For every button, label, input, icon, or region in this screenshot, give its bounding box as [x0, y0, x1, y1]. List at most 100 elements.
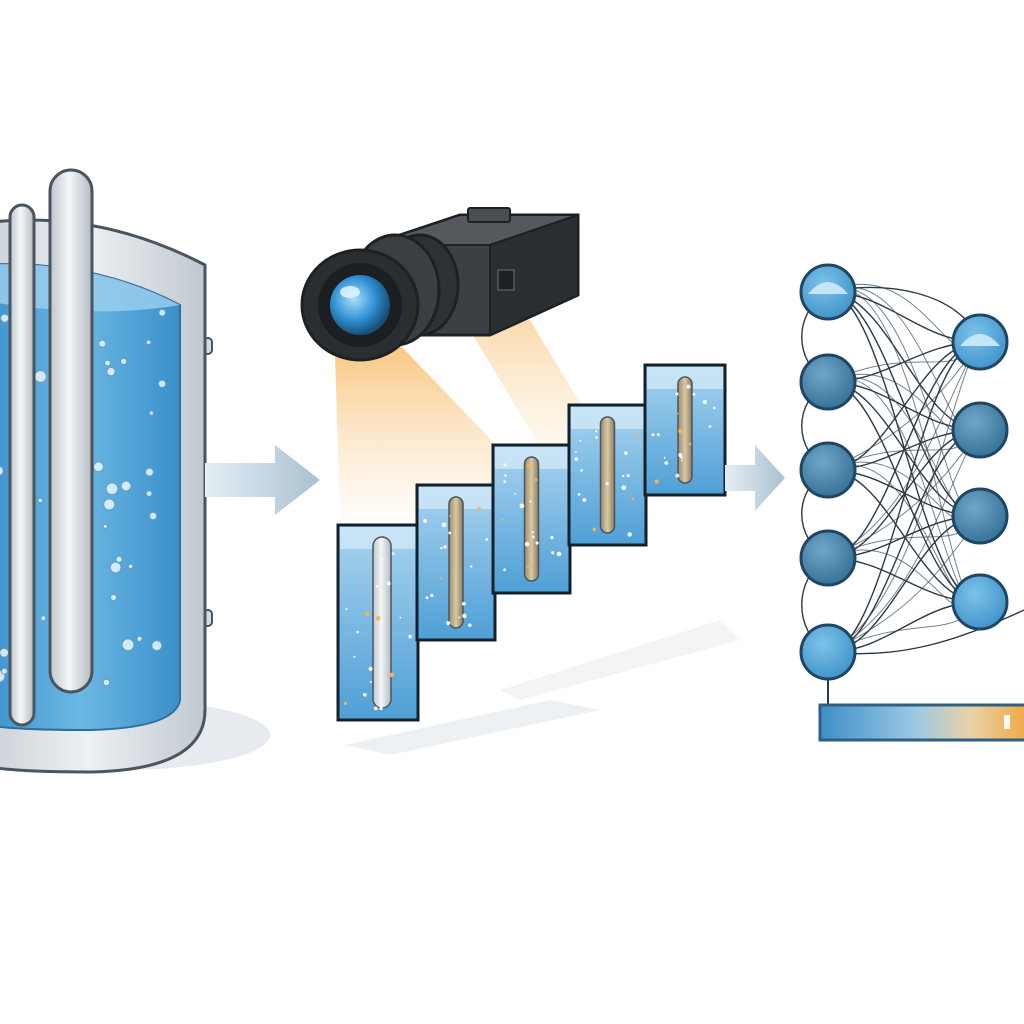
frame-bubble	[425, 596, 429, 600]
frame-bubble	[477, 506, 481, 511]
input-node	[799, 441, 857, 499]
bubble	[102, 523, 108, 529]
frame-bubble	[550, 535, 554, 540]
frame-bubble	[468, 623, 472, 627]
captured-frames	[336, 363, 727, 722]
frame-bubble	[440, 577, 443, 580]
camera-port	[497, 269, 515, 291]
frame-bubble	[379, 706, 383, 711]
camera-side	[489, 213, 579, 337]
frame-bubble	[430, 593, 434, 598]
frame-bubble	[527, 463, 531, 468]
camera-lens	[330, 275, 390, 335]
imaging-camera	[300, 207, 620, 520]
frames-shadow-1	[345, 700, 600, 755]
frames-shadow-2	[500, 620, 740, 700]
frame-bubble	[376, 616, 381, 621]
bubble	[37, 497, 44, 504]
frame-bubble	[389, 672, 395, 678]
frame-bubble	[664, 461, 669, 465]
frame-bubble	[455, 545, 458, 548]
input-node	[799, 623, 857, 681]
frame-bubble	[535, 541, 539, 545]
frame-bubble	[692, 392, 696, 396]
light-beam-1	[335, 345, 520, 520]
frame-2	[415, 483, 497, 642]
bubble	[121, 638, 135, 652]
network-nodes	[799, 263, 1009, 681]
bubble	[120, 357, 128, 365]
output-node	[951, 487, 1009, 545]
frame-bubble	[381, 557, 384, 561]
frame-bubble	[524, 541, 530, 547]
camera-viewfinder	[467, 207, 511, 223]
bubble	[115, 555, 123, 563]
frame-bubble	[368, 666, 373, 672]
frame-bubble	[534, 478, 538, 481]
bubble	[0, 313, 10, 323]
frame-bubble	[503, 568, 506, 572]
frame-bubble	[531, 535, 535, 539]
bubble	[158, 308, 167, 317]
frame-bubble	[448, 531, 452, 535]
frame-bubble	[503, 480, 507, 484]
frame-bubble	[678, 428, 683, 434]
frame-bubble	[391, 552, 395, 555]
bubble	[0, 667, 8, 675]
frame-bubble	[634, 433, 638, 437]
frame-bubble	[441, 522, 447, 528]
frame-bubble	[529, 500, 532, 503]
bubble	[148, 511, 158, 521]
frame-bubble	[621, 485, 627, 491]
frame-bubble	[526, 565, 530, 569]
frame-bubble	[577, 493, 581, 496]
frame-bubble	[595, 430, 598, 433]
frame-bubble	[353, 655, 356, 658]
frame-bubble	[519, 503, 525, 509]
frame-bubble	[504, 474, 507, 477]
frame-bubble	[399, 616, 402, 619]
frame-bubble	[343, 701, 348, 705]
frame-bubble	[443, 545, 447, 549]
node-highlight	[808, 282, 848, 294]
water-tank	[0, 168, 270, 774]
bubble	[136, 635, 143, 643]
bubble	[104, 359, 111, 367]
frame-bubble	[574, 457, 579, 461]
frame-5	[643, 363, 727, 497]
frame-bubble	[688, 442, 692, 446]
frame-bubble	[592, 527, 597, 532]
frame-bubble	[408, 634, 412, 639]
neural-network	[799, 263, 1024, 705]
output-node	[951, 401, 1009, 459]
frame-bubble	[621, 474, 625, 478]
frame-bubble	[582, 498, 587, 502]
bubble	[40, 615, 47, 622]
lens-highlight	[340, 286, 360, 298]
frame-bubble	[531, 531, 535, 534]
frame-bubble	[446, 621, 451, 626]
electrode-thick	[48, 168, 94, 694]
frame-bubble	[345, 608, 348, 611]
frame-bubble	[675, 473, 680, 478]
input-node	[799, 529, 857, 587]
frame-bubble	[654, 479, 659, 484]
frame-bubble	[458, 616, 461, 619]
frame-bubble	[677, 412, 679, 415]
flow-arrow-1	[205, 445, 320, 515]
bubble	[0, 465, 4, 476]
frame-1	[336, 523, 420, 722]
frame-bubble	[365, 611, 370, 616]
electrode-thin	[8, 203, 36, 727]
frame-bubble	[656, 433, 660, 437]
frame-bubble	[503, 463, 507, 467]
bubble	[98, 339, 107, 348]
frame-bubble	[663, 456, 666, 459]
frame-bubble	[386, 581, 391, 586]
bubble	[109, 561, 122, 574]
frame-bubble	[514, 492, 516, 495]
frame-bubble	[626, 474, 630, 478]
frame-bubble	[651, 433, 655, 437]
